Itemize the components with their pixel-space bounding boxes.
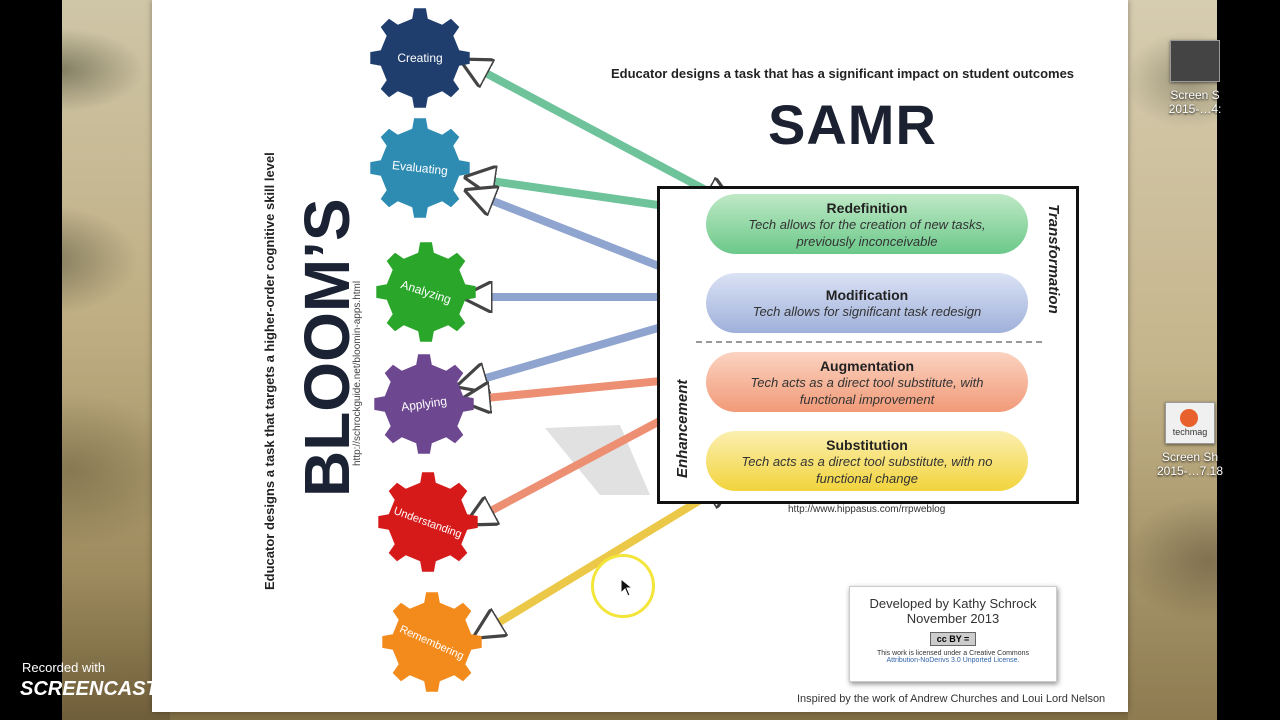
techmag-label: techmag xyxy=(1172,427,1208,437)
transformation-label: Transformation xyxy=(1045,204,1062,314)
icon-label-line2: 2015-…4: xyxy=(1168,102,1222,116)
gear-icon xyxy=(370,118,470,218)
mouse-pointer-icon xyxy=(620,578,634,597)
level-substitution: Substitution Tech acts as a direct tool … xyxy=(706,431,1028,491)
gear-icon xyxy=(374,354,474,454)
gear-analyzing: Analyzing xyxy=(376,242,476,342)
credit-line2: November 2013 xyxy=(906,611,1000,626)
enhancement-label: Enhancement xyxy=(674,379,691,478)
gear-label: Creating xyxy=(397,51,442,65)
desktop-file-icon-screenshot-1[interactable]: Screen S 2015-…4: xyxy=(1150,40,1240,116)
level-title: Augmentation xyxy=(819,358,915,374)
arrow-remembering-substitution xyxy=(478,482,730,635)
samr-title: SAMR xyxy=(768,93,937,156)
samr-divider xyxy=(696,341,1042,343)
level-desc-1: Tech acts as a direct tool substitute, w… xyxy=(741,454,993,469)
level-title: Substitution xyxy=(826,437,908,453)
credit-box: Developed by Kathy Schrock November 2013… xyxy=(849,586,1057,682)
watermark-recorded-with: Recorded with xyxy=(22,660,106,675)
gear-icon xyxy=(376,242,476,342)
license-text-1: This work is licensed under a Creative C… xyxy=(876,650,1030,657)
gear-understanding: Understanding xyxy=(378,472,478,572)
blooms-url: http://schrockguide.net/bloomin-apps.htm… xyxy=(352,280,363,466)
cursor-highlight-icon xyxy=(591,554,655,618)
level-desc-1: Tech allows for the creation of new task… xyxy=(748,217,986,232)
level-redefinition: Redefinition Tech allows for the creatio… xyxy=(706,194,1028,254)
footer-credit: Inspired by the work of Andrew Churches … xyxy=(797,693,1106,705)
hippasus-url: http://www.hippasus.com/rrpweblog xyxy=(788,504,946,515)
icon-label-line1: Screen S xyxy=(1170,88,1220,102)
desktop-file-icon-screenshot-2[interactable]: techmag Screen Sh 2015-…7.18 xyxy=(1140,402,1240,478)
level-desc-2: previously inconceivable xyxy=(796,234,938,249)
level-modification: Modification Tech allows for significant… xyxy=(706,273,1028,333)
level-desc-2: functional change xyxy=(816,471,918,486)
level-title: Modification xyxy=(825,287,909,303)
level-desc-1: Tech acts as a direct tool substitute, w… xyxy=(750,375,984,390)
credit-line1: Developed by Kathy Schrock xyxy=(869,596,1037,611)
license-text-2: Attribution-NoDerivs 3.0 Unported Licens… xyxy=(886,657,1020,664)
gear-icon xyxy=(382,592,482,692)
level-title: Redefinition xyxy=(826,200,908,216)
letterbox-right xyxy=(1217,0,1280,720)
gear-applying: Applying xyxy=(374,354,474,454)
icon-label-line1: Screen Sh xyxy=(1161,450,1219,464)
gear-icon xyxy=(370,8,470,108)
gear-icon xyxy=(378,472,478,572)
screenshot-thumbnail-icon xyxy=(1170,40,1220,82)
level-augmentation: Augmentation Tech acts as a direct tool … xyxy=(706,352,1028,412)
gear-label: Evaluating xyxy=(391,158,448,178)
screenshot-thumbnail-icon: techmag xyxy=(1165,402,1215,444)
gear-creating: Creating xyxy=(370,8,470,108)
gear-remembering: Remembering xyxy=(382,592,482,692)
icon-label-line2: 2015-…7.18 xyxy=(1156,464,1224,478)
screencast-logo-icon xyxy=(159,677,184,701)
screencast-watermark: Recorded with SCREENCAST MATIC xyxy=(20,660,248,701)
gear-label: Applying xyxy=(400,394,448,414)
blooms-caption: Educator designs a task that targets a h… xyxy=(262,152,277,590)
letterbox-left xyxy=(0,0,62,720)
level-desc-1: Tech allows for significant task redesig… xyxy=(752,304,982,319)
cc-license-badge-icon: cc BY = xyxy=(929,632,977,646)
top-caption: Educator designs a task that has a signi… xyxy=(611,66,1075,81)
level-desc-2: functional improvement xyxy=(799,392,935,407)
watermark-brand-suffix: MATIC xyxy=(185,677,248,700)
watermark-brand: SCREENCAST xyxy=(20,677,158,700)
gear-evaluating: Evaluating xyxy=(370,118,470,218)
